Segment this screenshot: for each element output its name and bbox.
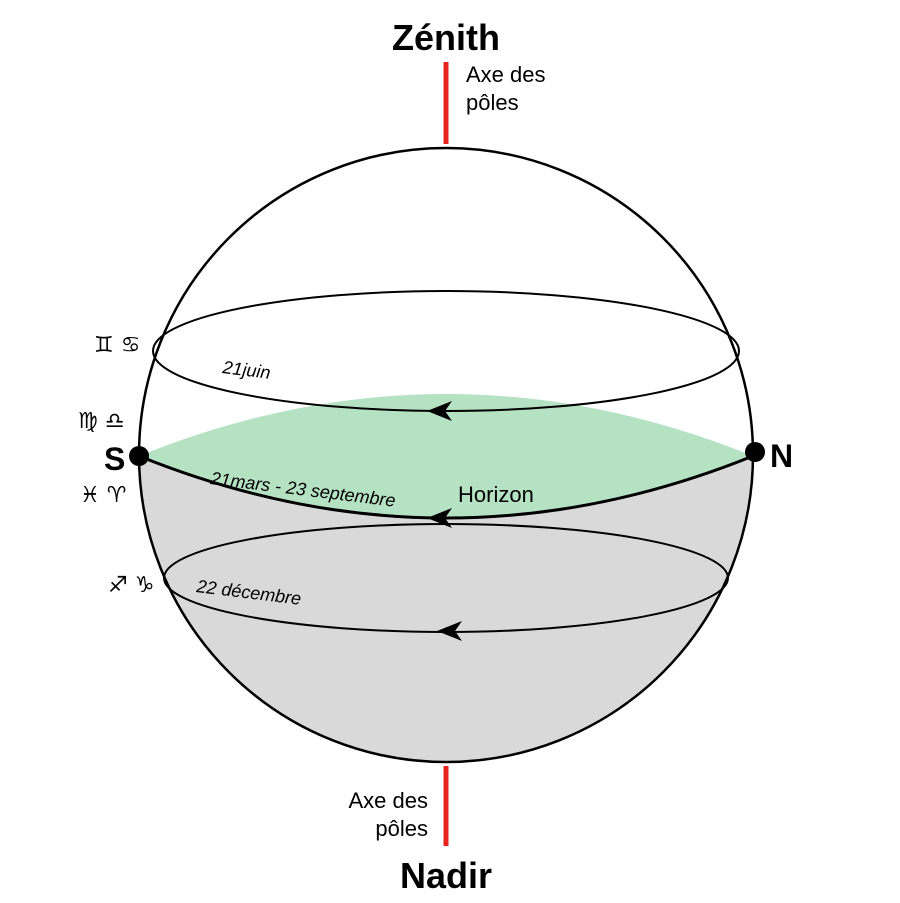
zodiac-gemini-cancer: ♊ ♋	[94, 333, 140, 358]
north-point	[745, 442, 765, 462]
equinox-path-arrow	[427, 508, 452, 528]
zenith-label: Zénith	[392, 17, 500, 58]
equinox-path	[138, 454, 754, 520]
horizon-label: Horizon	[458, 482, 534, 507]
nadir-label: Nadir	[400, 855, 492, 896]
south-point	[129, 446, 149, 466]
summer-solstice-path	[152, 290, 740, 412]
horizon-plane	[139, 394, 753, 518]
north-label: N	[770, 438, 793, 474]
zodiac-virgo-libra: ♍ ♎	[78, 409, 124, 434]
summer-path-label: 21juin	[221, 357, 272, 383]
zodiac-sagittarius-capricorn: ♐ ♑	[108, 573, 154, 598]
top-axis-label-line1: Axe des	[466, 62, 546, 87]
bottom-axis-label-line2: pôles	[375, 816, 428, 841]
south-label: S	[104, 441, 125, 477]
winter-path-arrow	[437, 621, 462, 641]
bottom-axis-label-line1: Axe des	[349, 788, 429, 813]
zodiac-pisces-aries: ♓ ♈	[80, 483, 126, 508]
top-axis-label-line2: pôles	[466, 90, 519, 115]
summer-path-arrow	[427, 401, 452, 421]
